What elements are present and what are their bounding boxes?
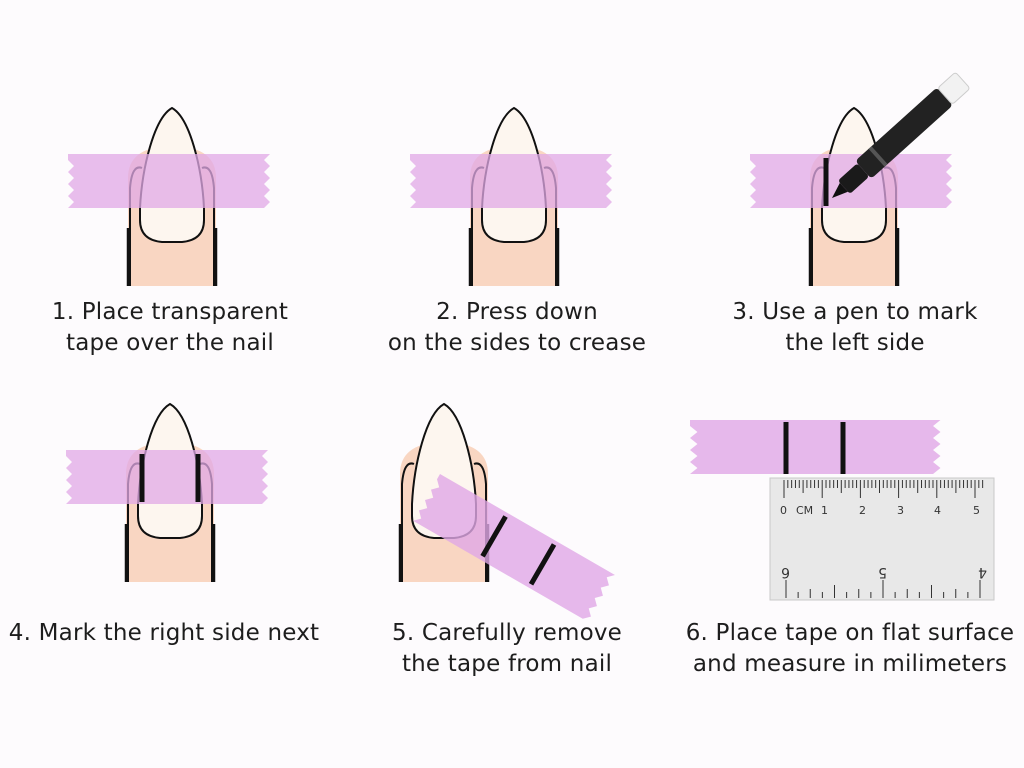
step-6-caption: 6. Place tape on flat surface and measur…: [680, 618, 1020, 680]
ruler-number-5: 5: [973, 504, 980, 517]
step-5-line-2: the tape from nail: [401, 651, 613, 677]
step-4-line-1: 4. Mark the right side next: [8, 620, 320, 646]
step-3-caption: 3. Use a pen to mark the left side: [700, 297, 1010, 359]
step-2-caption: 2. Press down on the sides to crease: [362, 297, 672, 359]
ruler-inch-4: 4: [978, 564, 987, 580]
step-3-line-2: the left side: [785, 330, 925, 356]
ruler-ticks-top: [783, 480, 984, 498]
step-1-illustration: [68, 106, 270, 288]
step-1-caption: 1. Place transparent tape over the nail: [20, 297, 320, 359]
ruler-ticks-bottom: [785, 580, 981, 598]
step-1-line-1: 1. Place transparent: [51, 299, 289, 325]
step-1-line-2: tape over the nail: [66, 330, 274, 356]
ruler-inch-5: 5: [878, 564, 887, 580]
ruler-number-3: 3: [897, 504, 904, 517]
ruler-number-0: 0: [780, 504, 787, 517]
step-3-line-1: 3. Use a pen to mark: [732, 299, 978, 325]
ruler-unit-label: CM: [796, 504, 813, 517]
step-5-line-1: 5. Carefully remove: [391, 620, 623, 646]
ruler-number-1: 1: [821, 504, 828, 517]
tape-strip: [68, 154, 270, 208]
step-5-caption: 5. Carefully remove the tape from nail: [352, 618, 662, 680]
pen-mark-right: [528, 543, 557, 586]
step-2-line-2: on the sides to crease: [387, 330, 647, 356]
tape-strip: [410, 154, 612, 208]
marker-pen-icon: [832, 72, 970, 198]
step-6-illustration: CM 0 1 2 3 4 5 6 5 4: [690, 420, 995, 601]
tape-strip-flat: [690, 420, 941, 474]
step-6-line-2: and measure in milimeters: [692, 651, 1008, 677]
ruler-inch-6: 6: [781, 564, 790, 580]
ruler-number-4: 4: [934, 504, 941, 517]
ruler-number-2: 2: [859, 504, 866, 517]
step-5-illustration: [398, 402, 615, 622]
step-3-illustration: [750, 72, 970, 288]
step-4-illustration: [66, 402, 268, 584]
ruler: CM 0 1 2 3 4 5 6 5 4: [769, 477, 995, 601]
step-4-caption: 4. Mark the right side next: [4, 618, 324, 649]
step-2-line-1: 2. Press down: [436, 299, 598, 325]
pen-mark-left: [480, 515, 508, 558]
tape-strip: [66, 450, 268, 504]
step-2-illustration: [410, 106, 612, 288]
step-6-line-1: 6. Place tape on flat surface: [685, 620, 1015, 646]
